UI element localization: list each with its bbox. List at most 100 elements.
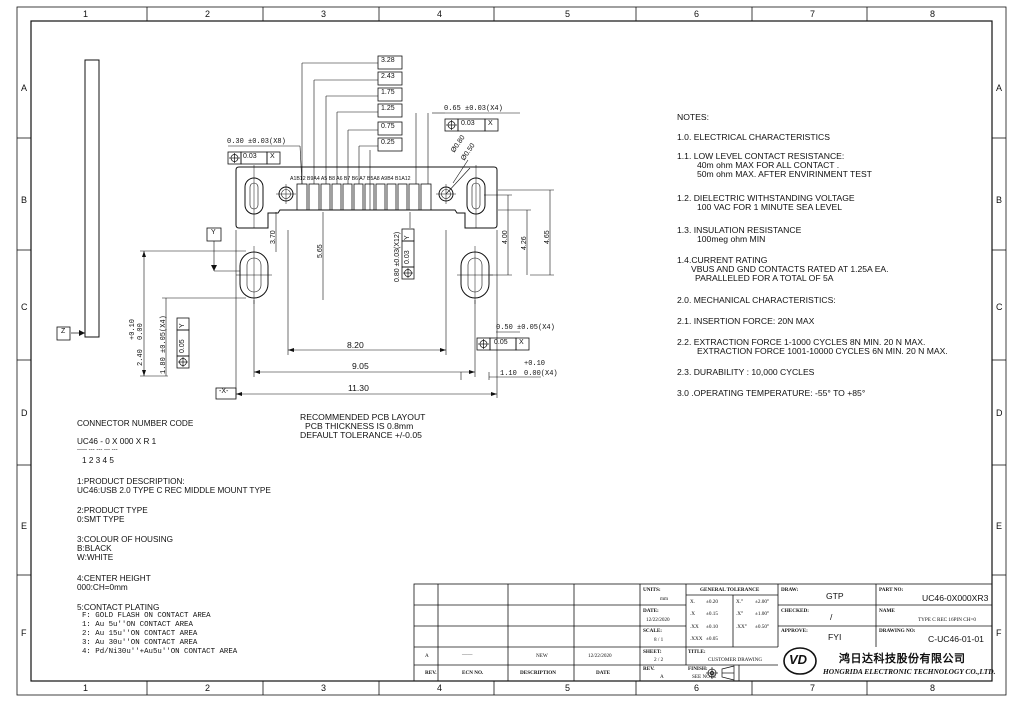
code-line: 000:CH=0mm [77, 583, 128, 592]
zone-row-label: E [21, 521, 28, 531]
sheet-label: SHEET: [643, 649, 662, 655]
tol-cell: .XX° [736, 624, 747, 630]
rev-value: A [425, 653, 429, 659]
tol-cell: .X [690, 611, 696, 617]
title-block-grid [413, 583, 993, 682]
tol-cell: ±0.15 [706, 611, 718, 617]
dim-4-65: 4.65 [544, 230, 551, 244]
ecn-header: ECN NO. [462, 670, 484, 676]
note-line: 40m ohm MAX FOR ALL CONTACT . [697, 160, 840, 170]
code-line: 2: Au 15u''ON CONTACT AREA [82, 630, 198, 638]
zone-column-label: 1 [83, 683, 89, 693]
draw-value: GTP [826, 591, 844, 601]
dim-4-26: 4.26 [521, 236, 528, 250]
tol-cell: .XXX [690, 636, 703, 642]
code-line: UC46 - 0 X 000 X R 1 [77, 437, 157, 446]
note-line: PARALLELED FOR A TOTAL OF 5A [695, 273, 834, 283]
finish-label: FINISH: [688, 666, 708, 672]
general-tolerance: GENERAL TOLERANCE [700, 587, 760, 593]
connector-outline [235, 166, 498, 229]
dim-2-40-tol-top: +0.10 [129, 318, 137, 340]
description-header: DESCRIPTION [520, 670, 557, 676]
zone-row-label: B [996, 195, 1003, 205]
zone-column-label: 6 [694, 683, 700, 693]
ecn-value: —— [462, 652, 473, 658]
slot-tolerance-callout: 0.30 ±0.03(X8) [227, 138, 286, 146]
finish-value: SEE NOTE [692, 674, 717, 680]
sheet-border-outer [16, 6, 1007, 696]
checked-value: / [830, 612, 833, 622]
zone-column-label: 5 [565, 9, 571, 19]
dim-2-40-tol-bot: 0.00 [137, 323, 145, 340]
code-line: W:WHITE [77, 553, 114, 562]
datum-z: Z [61, 328, 66, 335]
dim-8-20: 8.20 [347, 340, 364, 350]
note-line: 2.1. INSERTION FORCE: 20N MAX [677, 316, 815, 326]
dim-2-40: 2.40 [137, 349, 145, 366]
fcf-datum: Y [404, 235, 411, 240]
zone-ticks [17, 7, 1006, 695]
rev-header: REV. [425, 670, 437, 676]
rev-label: REV. [643, 666, 655, 672]
zone-row-label: D [21, 408, 28, 418]
zone-column-label: 7 [810, 9, 816, 19]
tol-cell: .XX [690, 624, 699, 630]
dim-1-10: 1.10 [500, 370, 517, 378]
description-value: NEW [536, 653, 548, 659]
zone-column-label: 6 [694, 9, 700, 19]
tol-cell: ±2.00° [755, 599, 769, 605]
date-value: 12/22/2020 [588, 653, 612, 659]
units-label: UNITS: [643, 587, 661, 593]
note-line: 3.0 .OPERATING TEMPERATURE: -55° TO +85° [677, 388, 866, 398]
scale-label: SCALE: [643, 628, 663, 634]
approve-label: APPROVE: [781, 628, 808, 634]
zone-column-label: 1 [83, 9, 89, 19]
zone-row-label: E [996, 521, 1003, 531]
note-line: 1.1. LOW LEVEL CONTACT RESISTANCE: [677, 151, 845, 161]
date-label: DATE: [643, 608, 659, 614]
zone-column-label: 4 [437, 683, 443, 693]
units-value: mm [660, 596, 669, 602]
fcf-value: 0.03 [243, 153, 257, 160]
zone-row-label: F [996, 628, 1002, 638]
code-line: 1:PRODUCT DESCRIPTION: [77, 477, 185, 486]
dim-0-80-x12: 0.80 ±0.03(X12) [394, 231, 401, 282]
note-line: EXTRACTION FORCE 1001-10000 CYCLES 6N MI… [697, 346, 948, 356]
pin-labels: A1B12 B9A4 A5 B8 A6 B7 B6 A7 B5A8 A9B4 B… [290, 176, 411, 182]
note-line: 1.2. DIELECTRIC WITHSTANDING VOLTAGE [677, 193, 855, 203]
code-line: UC46:USB 2.0 TYPE C REC MIDDLE MOUNT TYP… [77, 486, 271, 495]
fcf-datum: X [519, 339, 524, 346]
name-value: TYPE C REC 16PIN CH=0 [918, 617, 976, 623]
code-line: CONNECTOR NUMBER CODE [77, 419, 194, 428]
dim-5-65: 5.65 [317, 244, 324, 258]
dim-1-80: 1.80 ±0.05(X4) [160, 315, 168, 374]
code-line: 4:CENTER HEIGHT [77, 574, 151, 583]
zone-column-label: 8 [930, 683, 936, 693]
drawing-no-label: DRAWING NO: [879, 628, 916, 634]
code-line: 4: Pd/Ni30u''+Au5u''ON CONTACT AREA [82, 648, 238, 656]
fcf-value: 0.03 [404, 250, 411, 264]
tol-cell: ±0.05 [706, 636, 718, 642]
tol-cell: ±0.20 [706, 599, 718, 605]
pad-tolerance-callout: 0.65 ±0.03(X4) [444, 105, 503, 113]
zone-column-label: 5 [565, 683, 571, 693]
zone-row-label: A [21, 83, 28, 93]
dim-4-00: 4.00 [502, 230, 509, 244]
pcb-layout-title: RECOMMENDED PCB LAYOUT [300, 412, 426, 422]
dim-1-10-tol-top: +0.10 [524, 360, 546, 368]
zone-column-label: 2 [205, 9, 211, 19]
code-line: F: GOLD FLASH ON CONTACT AREA [82, 612, 211, 620]
note-line: 1.3. INSULATION RESISTANCE [677, 225, 802, 235]
zone-row-label: D [996, 408, 1003, 418]
draw-label: DRAW: [781, 587, 799, 593]
title-label: TITLE: [688, 649, 706, 655]
note-line: 2.3. DURABILITY : 10,000 CYCLES [677, 367, 815, 377]
zone-row-label: C [21, 302, 28, 312]
code-line: 3:COLOUR OF HOUSING [77, 535, 173, 544]
note-line: VBUS AND GND CONTACTS RATED AT 1.25A EA. [691, 264, 889, 274]
datum-x: -X- [219, 388, 229, 395]
tol-cell: ±0.10 [706, 624, 718, 630]
pcb-thickness: PCB THICKNESS IS 0.8mm [305, 421, 414, 431]
code-line: 1: Au 5u''ON CONTACT AREA [82, 621, 193, 629]
